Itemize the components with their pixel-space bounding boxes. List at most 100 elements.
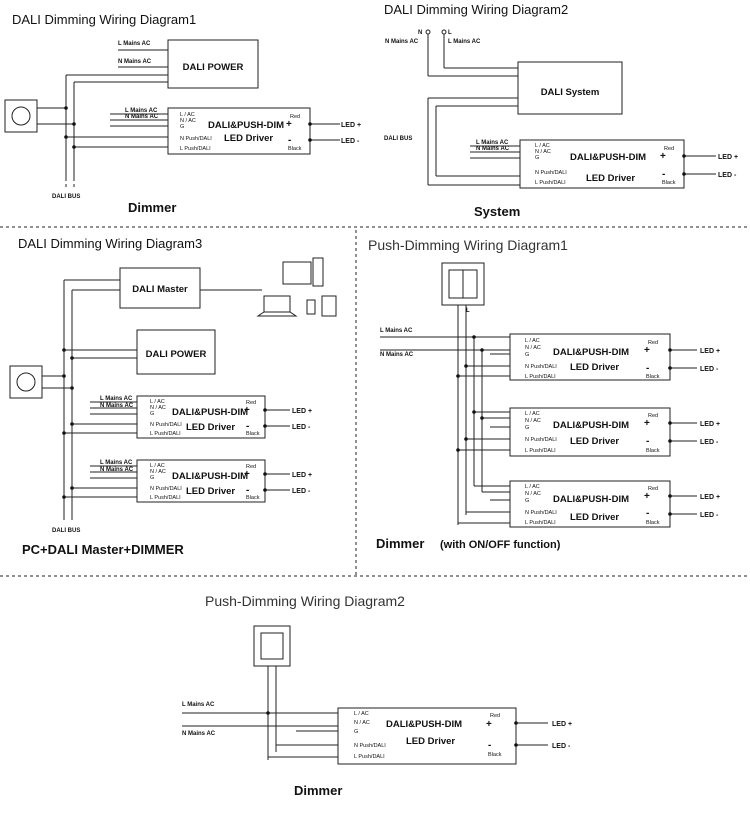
svg-text:N Mains AC: N Mains AC — [182, 731, 216, 737]
svg-text:Black: Black — [246, 495, 260, 501]
svg-text:G: G — [525, 498, 529, 504]
push-diagram-2: Push-Dimming Wiring Diagram2 L Mains AC … — [182, 593, 572, 798]
svg-text:N / AC: N / AC — [354, 720, 370, 726]
svg-text:LED Driver: LED Driver — [586, 173, 635, 184]
svg-text:Red: Red — [246, 400, 256, 406]
svg-text:+: + — [244, 469, 250, 480]
svg-text:N Push/DALI: N Push/DALI — [535, 170, 567, 176]
n-mains-label: N Mains AC — [118, 59, 152, 65]
svg-text:LED Driver: LED Driver — [570, 436, 619, 447]
led-driver-1 — [167, 107, 311, 155]
svg-text:Black: Black — [662, 180, 676, 186]
svg-text:Red: Red — [490, 713, 500, 719]
svg-text:-: - — [246, 485, 249, 496]
svg-text:L: L — [448, 30, 452, 36]
svg-text:LED -: LED - — [700, 439, 719, 446]
svg-text:N / AC: N / AC — [525, 345, 541, 351]
led-driver-2 — [519, 139, 685, 189]
led-driver-3a — [136, 395, 266, 439]
dali-diagram-2: DALI Dimming Wiring Diagram2 N L N Mains… — [384, 2, 738, 219]
svg-text:DALI BUS: DALI BUS — [384, 136, 412, 142]
svg-text:LED -: LED - — [341, 138, 360, 145]
svg-text:L / AC: L / AC — [525, 411, 540, 417]
dali-diagram-1: DALI Dimming Wiring Diagram1 DALI POWER … — [4, 12, 361, 215]
svg-text:L Mains AC: L Mains AC — [380, 328, 413, 334]
svg-text:DALI Master: DALI Master — [132, 284, 188, 295]
svg-text:Black: Black — [488, 752, 502, 758]
dimmer-3 — [9, 365, 43, 399]
svg-text:DALI&PUSH-DIM: DALI&PUSH-DIM — [553, 420, 629, 431]
svg-text:DALI&PUSH-DIM: DALI&PUSH-DIM — [386, 719, 462, 730]
push-switch-2 — [253, 625, 291, 667]
dali-diagram-3-title: DALI Dimming Wiring Diagram3 — [18, 236, 202, 251]
led-driver-p1c: L / AC N / AC G N Push/DALI L Push/DALI … — [458, 480, 720, 528]
svg-text:L Push/DALI: L Push/DALI — [525, 520, 556, 526]
dali-power-label: DALI POWER — [183, 62, 244, 73]
push-diagram-1: Push-Dimming Wiring Diagram1 L L Mains A… — [368, 237, 720, 551]
led-driver-p2 — [337, 707, 517, 765]
svg-text:L / AC: L / AC — [535, 143, 550, 149]
svg-text:N Push/DALI: N Push/DALI — [525, 437, 557, 443]
svg-text:LED Driver: LED Driver — [570, 512, 619, 523]
svg-text:L Mains AC: L Mains AC — [125, 108, 158, 114]
svg-text:-: - — [246, 421, 249, 432]
svg-text:N Mains AC: N Mains AC — [100, 403, 134, 409]
dali-diagram-2-title: DALI Dimming Wiring Diagram2 — [384, 2, 568, 17]
svg-text:DALI&PUSH-DIM: DALI&PUSH-DIM — [172, 407, 248, 418]
svg-text:N Mains AC: N Mains AC — [100, 467, 134, 473]
svg-text:LED -: LED - — [700, 512, 719, 519]
svg-text:Black: Black — [646, 520, 660, 526]
svg-text:LED Driver: LED Driver — [186, 486, 235, 497]
svg-text:LED -: LED - — [552, 743, 571, 750]
svg-text:L / AC: L / AC — [525, 338, 540, 344]
svg-text:N Mains AC: N Mains AC — [476, 146, 510, 152]
dali-master-box — [119, 267, 201, 309]
svg-text:DALI&PUSH-DIM: DALI&PUSH-DIM — [172, 471, 248, 482]
svg-text:LED Driver: LED Driver — [570, 362, 619, 373]
push-diagram-2-caption: Dimmer — [294, 783, 342, 798]
svg-text:Black: Black — [246, 431, 260, 437]
push-diagram-2-title: Push-Dimming Wiring Diagram2 — [205, 593, 405, 609]
svg-text:LED Driver: LED Driver — [186, 422, 235, 433]
svg-text:L Mains AC: L Mains AC — [476, 140, 509, 146]
svg-text:+: + — [486, 719, 492, 730]
svg-text:N / AC: N / AC — [525, 418, 541, 424]
svg-text:LED +: LED + — [700, 421, 720, 428]
svg-text:DALI&PUSH-DIM: DALI&PUSH-DIM — [553, 347, 629, 358]
svg-text:N Push/DALI: N Push/DALI — [525, 364, 557, 370]
svg-text:LED -: LED - — [292, 488, 311, 495]
svg-text:L / AC: L / AC — [150, 399, 165, 405]
dali-bus-label-1: DALI BUS — [52, 194, 80, 200]
svg-text:N Mains AC: N Mains AC — [385, 39, 419, 45]
svg-text:N Push/DALI: N Push/DALI — [150, 486, 182, 492]
svg-text:DALI&PUSH-DIM: DALI&PUSH-DIM — [553, 494, 629, 505]
svg-text:G: G — [180, 124, 184, 130]
svg-text:LED +: LED + — [718, 154, 738, 161]
svg-text:L Push/DALI: L Push/DALI — [150, 495, 181, 501]
svg-text:DALI&PUSH-DIM: DALI&PUSH-DIM — [208, 120, 284, 131]
svg-text:DALI System: DALI System — [541, 87, 600, 98]
svg-text:N / AC: N / AC — [535, 149, 551, 155]
svg-text:L / AC: L / AC — [150, 463, 165, 469]
svg-text:L Push/DALI: L Push/DALI — [525, 448, 556, 454]
svg-text:L Push/DALI: L Push/DALI — [535, 180, 566, 186]
dali-power-box-3 — [136, 329, 216, 375]
svg-text:+: + — [286, 119, 292, 130]
svg-text:Red: Red — [648, 340, 658, 346]
svg-text:G: G — [354, 729, 358, 735]
svg-text:LED -: LED - — [292, 424, 311, 431]
svg-text:Red: Red — [246, 464, 256, 470]
svg-text:L: L — [466, 308, 470, 314]
svg-text:L Push/DALI: L Push/DALI — [150, 431, 181, 437]
svg-text:+: + — [644, 491, 650, 502]
svg-text:L Push/DALI: L Push/DALI — [525, 374, 556, 380]
svg-text:+: + — [644, 418, 650, 429]
svg-text:LED Driver: LED Driver — [406, 736, 455, 747]
svg-text:N / AC: N / AC — [525, 491, 541, 497]
dali-system-box — [517, 61, 623, 115]
svg-text:+: + — [644, 345, 650, 356]
dali-diagram-2-caption: System — [474, 204, 520, 219]
svg-text:LED +: LED + — [292, 408, 312, 415]
dimmer-1 — [4, 99, 38, 133]
